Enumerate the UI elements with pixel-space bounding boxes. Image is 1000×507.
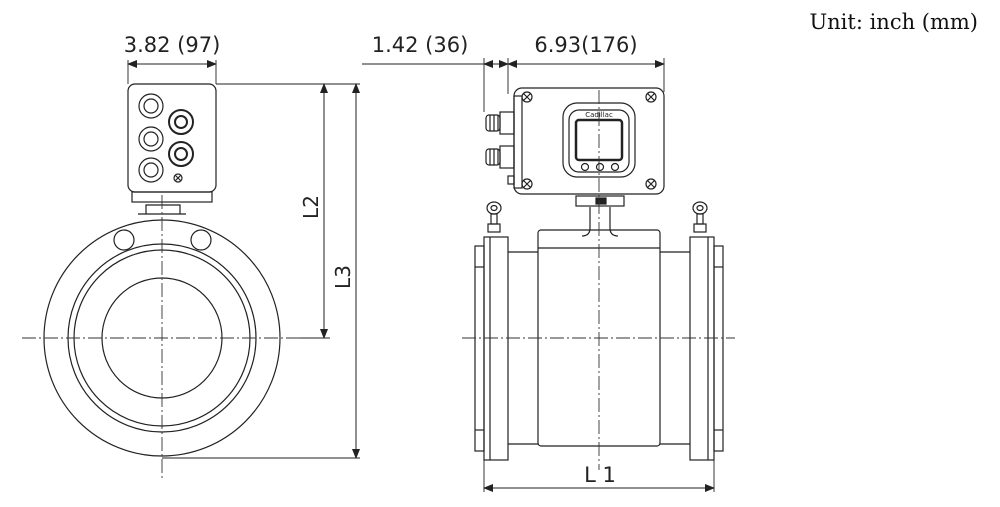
side-center-lines: [22, 195, 300, 478]
dim-L2-label: L2: [299, 195, 323, 219]
display-key-3: [610, 162, 620, 172]
dim-head-length-label: 6.93(176): [534, 33, 637, 57]
cable-gland-upper: [485, 111, 515, 135]
converter-head-front: [513, 87, 665, 195]
display-key-1: [580, 162, 590, 172]
port-plug-3: [138, 157, 164, 183]
converter-neck: [145, 204, 181, 214]
display-key-2: [595, 162, 605, 172]
eye-bolt-left: [486, 201, 502, 215]
lifting-lug-right: [190, 229, 212, 251]
flange-right: [689, 236, 715, 461]
dim-L1-label: L 1: [584, 463, 616, 487]
eye-bolt-right: [692, 201, 708, 215]
unit-label: Unit: inch (mm): [809, 10, 978, 34]
front-center-lines: [462, 90, 735, 470]
converter-head-side: [127, 83, 217, 193]
port-plug-1: [138, 93, 164, 119]
housing-screws: [521, 91, 657, 190]
front-neck: [581, 207, 619, 237]
ground-screw: [173, 173, 183, 183]
cable-gland-1: [168, 109, 194, 135]
dim-L3-label: L3: [331, 265, 355, 289]
dim-gland-offset-label: 1.42 (36): [372, 33, 469, 57]
port-plug-2: [138, 126, 164, 152]
lifting-lug-left: [113, 229, 135, 251]
flange-left: [483, 236, 509, 461]
cable-gland-lower: [485, 145, 515, 169]
dim-head-width-label: 3.82 (97): [124, 33, 221, 57]
cable-gland-2: [168, 141, 194, 167]
